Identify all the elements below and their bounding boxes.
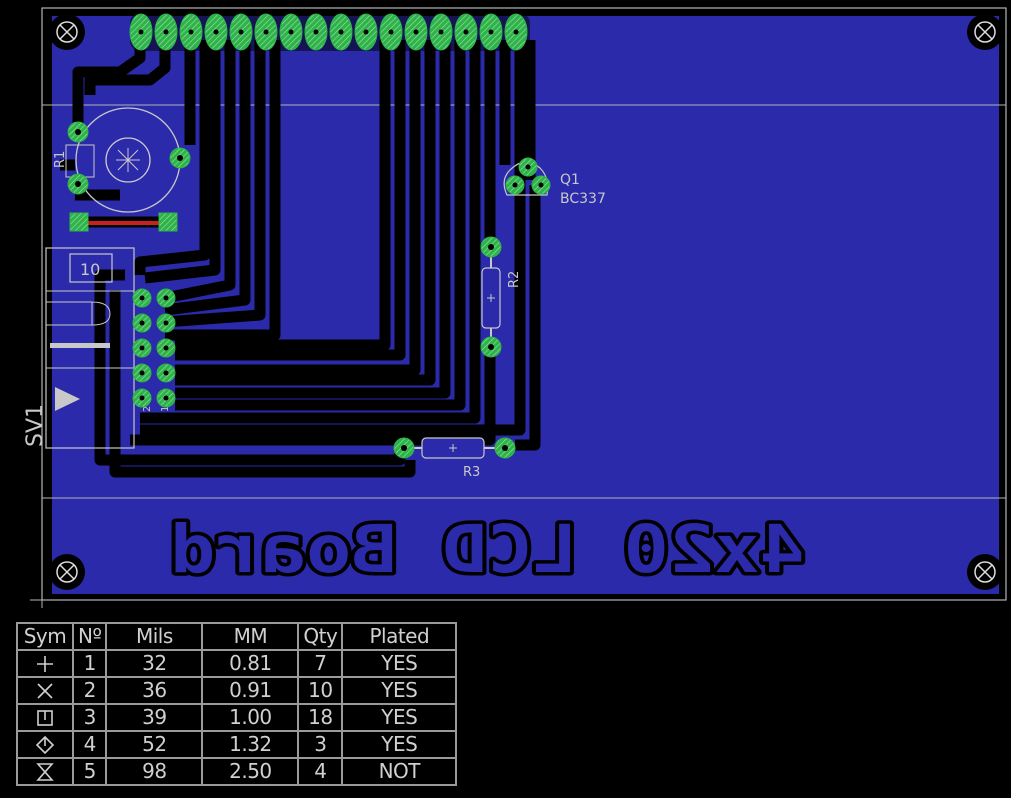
pad-hole: [488, 29, 494, 35]
row-mm: 0.91: [201, 676, 300, 705]
sv1-pin-grid: [132, 288, 176, 408]
pad-hole: [138, 29, 144, 35]
pad-hole: [163, 29, 169, 35]
row-mm: 1.32: [201, 730, 300, 759]
board-outline: [41, 7, 1007, 601]
square-t-icon: [16, 703, 74, 732]
row-plated: YES: [341, 730, 458, 759]
table-row: 2 36 0.91 10 YES: [16, 676, 458, 705]
row-no: 4: [71, 730, 108, 759]
pad-hole: [338, 29, 344, 35]
pad-hole: [163, 320, 169, 326]
sv1-pin-high: 10: [80, 260, 100, 279]
diamond-icon: [16, 730, 74, 759]
pad-hole: [313, 29, 319, 35]
row-qty: 7: [297, 649, 344, 678]
pad-hole: [263, 29, 269, 35]
pad-hole: [163, 370, 169, 376]
header-mm: MM: [201, 622, 300, 651]
plus-icon: [16, 649, 74, 678]
row-no: 3: [71, 703, 108, 732]
row-mils: 52: [105, 730, 204, 759]
row-plated: NOT: [341, 757, 458, 786]
pad-hole: [438, 29, 444, 35]
row-qty: 4: [297, 757, 344, 786]
pad-hole: [163, 295, 169, 301]
row-qty: 18: [297, 703, 344, 732]
row-no: 2: [71, 676, 108, 705]
header-plated: Plated: [341, 622, 458, 651]
header-pin-row: [129, 13, 528, 51]
pad-hole: [238, 29, 244, 35]
header-no: Nº: [71, 622, 108, 651]
pad-hole: [188, 29, 194, 35]
pad-hole: [139, 370, 145, 376]
board-title-group: 4x20 LCD Board: [167, 508, 809, 592]
sv1-pin1: 1: [160, 406, 171, 412]
r3-resistor: [393, 437, 516, 459]
row-plated: YES: [341, 649, 458, 678]
cross-icon: [16, 676, 74, 705]
row-mm: 2.50: [201, 757, 300, 786]
q1-value: BC337: [560, 191, 606, 207]
pad-hole: [288, 29, 294, 35]
pad-hole: [463, 29, 469, 35]
r2-resistor: [480, 236, 502, 358]
pad-hole: [213, 29, 219, 35]
mounting-holes: [49, 14, 1003, 590]
wire-pads: [69, 212, 178, 232]
row-mm: 0.81: [201, 649, 300, 678]
row-mils: 32: [105, 649, 204, 678]
r1-label: R1: [53, 151, 68, 168]
row-mm: 1.00: [201, 703, 300, 732]
pad-hole: [388, 29, 394, 35]
sv1-label: SV1: [23, 404, 48, 447]
pad-hole: [163, 345, 169, 351]
row-plated: YES: [341, 676, 458, 705]
drill-table: Sym Nº Mils MM Qty Plated 1 32 0.81 7 YE…: [16, 622, 458, 786]
row-mils: 36: [105, 676, 204, 705]
q1-transistor: [503, 157, 551, 196]
r3-label: R3: [463, 465, 480, 480]
row-qty: 3: [297, 730, 344, 759]
row-qty: 10: [297, 676, 344, 705]
row-plated: YES: [341, 703, 458, 732]
table-row: 5 98 2.50 4 NOT: [16, 757, 458, 786]
hourglass-icon: [16, 757, 74, 786]
pad-hole: [163, 395, 169, 401]
sv1-pin2: 2: [142, 406, 153, 412]
board-title: 4x20 LCD Board: [170, 511, 805, 588]
pad-hole: [363, 29, 369, 35]
header-mils: Mils: [105, 622, 204, 651]
row-no: 5: [71, 757, 108, 786]
pad-hole: [139, 395, 145, 401]
pad-hole: [139, 320, 145, 326]
table-row: 4 52 1.32 3 YES: [16, 730, 458, 759]
row-mils: 39: [105, 703, 204, 732]
sv1-connector: 10 2 1: [45, 247, 171, 449]
r1-potentiometer: [65, 107, 191, 213]
row-no: 1: [71, 649, 108, 678]
row-mils: 98: [105, 757, 204, 786]
r2-label: R2: [507, 271, 522, 288]
pad-hole: [139, 345, 145, 351]
pad-hole: [139, 295, 145, 301]
table-row: 3 39 1.00 18 YES: [16, 703, 458, 732]
pad-hole: [513, 29, 519, 35]
header-qty: Qty: [297, 622, 344, 651]
drill-table-header: Sym Nº Mils MM Qty Plated: [16, 622, 458, 651]
q1-label: Q1: [560, 172, 580, 188]
header-sym: Sym: [16, 622, 74, 651]
pad-hole: [413, 29, 419, 35]
table-row: 1 32 0.81 7 YES: [16, 649, 458, 678]
